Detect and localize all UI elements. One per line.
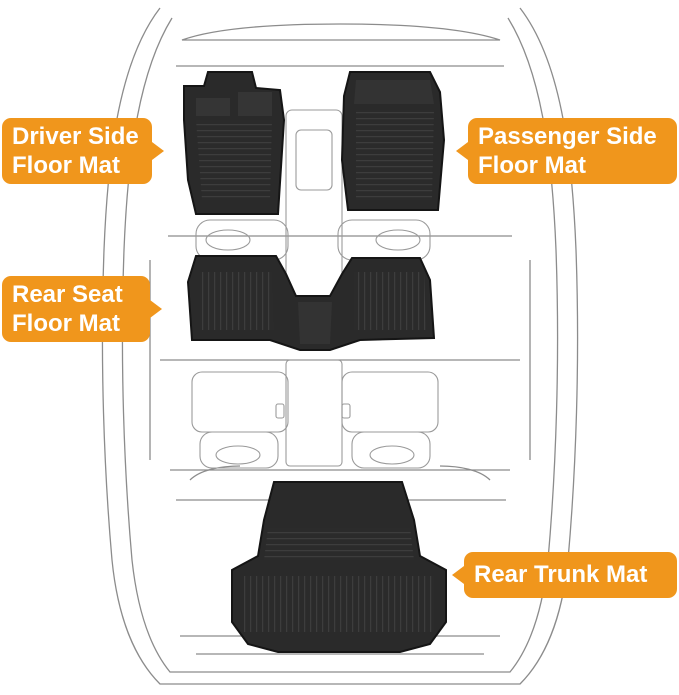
callout-line: Rear Trunk Mat [474, 561, 648, 588]
rear-seat-floor-mat-icon [186, 255, 436, 351]
callout-line: Floor Mat [12, 309, 120, 337]
rear-seat-floor-mat-callout: Rear Seat Floor Mat [2, 276, 162, 342]
pointer-arrow-icon [150, 300, 162, 318]
rear-trunk-mat-icon [231, 481, 447, 653]
driver-side-floor-mat-icon [183, 71, 286, 215]
pointer-arrow-icon [152, 142, 164, 160]
callout-line: Floor Mat [12, 151, 120, 179]
callout-line: Rear Seat [12, 280, 123, 308]
callout-line: Driver Side [12, 122, 139, 150]
driver-side-floor-mat-callout: Driver Side Floor Mat [2, 118, 164, 184]
callout-line: Passenger Side [478, 122, 657, 150]
passenger-side-floor-mat-callout: Passenger Side Floor Mat [456, 118, 677, 184]
rear-trunk-mat-callout: Rear Trunk Mat [452, 552, 677, 598]
pointer-arrow-icon [452, 566, 464, 584]
callout-line: Floor Mat [478, 151, 586, 179]
pointer-arrow-icon [456, 142, 468, 160]
passenger-side-floor-mat-icon [340, 71, 446, 211]
